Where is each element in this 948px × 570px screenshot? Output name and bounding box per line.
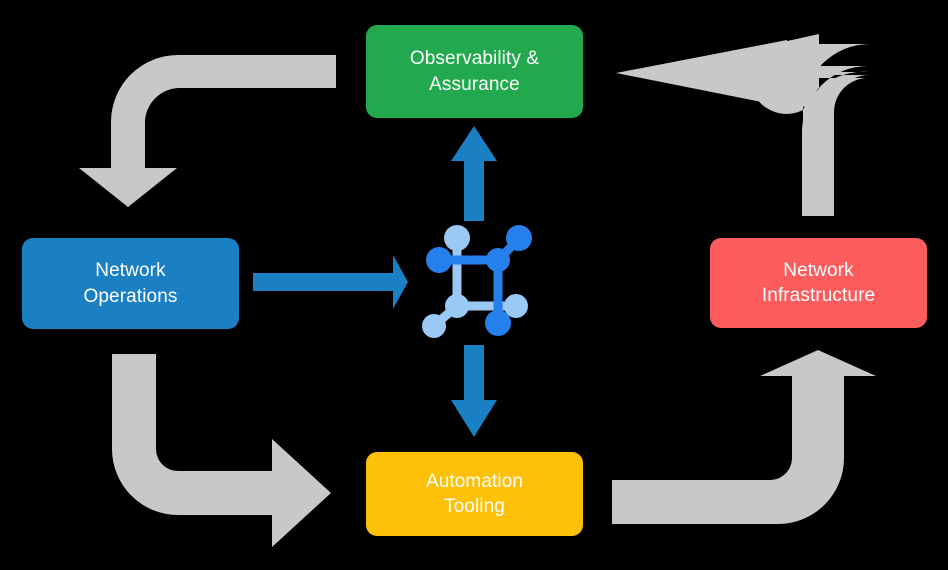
arrow-center-to-automation bbox=[451, 345, 497, 437]
dark-nodes bbox=[426, 225, 532, 336]
node-box-observability[interactable]: Observability & Assurance bbox=[366, 25, 583, 118]
arrow-center-to-observability bbox=[451, 126, 497, 221]
light-nodes bbox=[422, 225, 528, 338]
arrow-infrastructure-to-observability-shape bbox=[648, 34, 868, 216]
arrow-automation-to-infrastructure bbox=[612, 350, 876, 524]
arrow-operations-to-center bbox=[253, 255, 408, 309]
node-box-network-operations[interactable]: Network Operations bbox=[22, 238, 239, 329]
arrow-observability-to-operations bbox=[79, 55, 336, 207]
node-box-network-infrastructure[interactable]: Network Infrastructure bbox=[710, 238, 927, 328]
arrow-operations-to-automation bbox=[112, 354, 331, 547]
network-topology-icon bbox=[418, 218, 538, 338]
node-box-automation-tooling[interactable]: Automation Tooling bbox=[366, 452, 583, 536]
